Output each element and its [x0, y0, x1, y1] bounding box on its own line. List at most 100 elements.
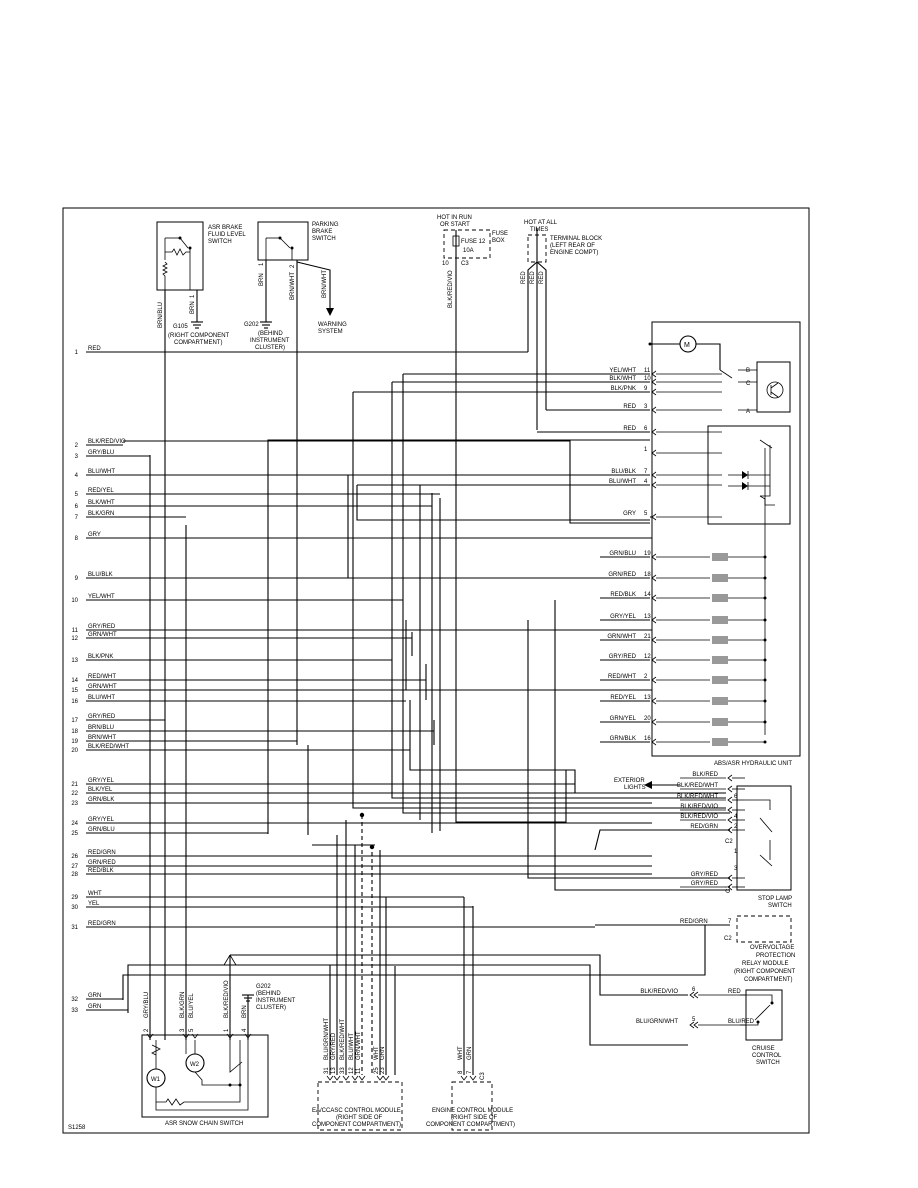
- left-pin-number: 21: [71, 782, 78, 788]
- abs-pin-number: 1: [644, 447, 648, 453]
- abs-pin-wire: BLU/BLK: [611, 469, 636, 475]
- asr-fluid-label-2: SWITCH: [208, 239, 232, 245]
- fuse-wire: BLK/RED/VIO: [448, 270, 454, 308]
- stop-lamp-wire: GRY/RED: [691, 881, 719, 887]
- ground-g105-icon: [191, 321, 203, 329]
- left-pin-wire: GRN/BLU: [88, 827, 115, 833]
- abs-pin-number: 9: [644, 386, 648, 392]
- left-pin-wire: GRN/RED: [88, 860, 116, 866]
- asr-snow-chain-switch: [141, 1034, 269, 1118]
- left-pin-wire: BLK/RED/VIO: [88, 439, 126, 445]
- stop-lamp-wire-row: GRY/RED: [680, 872, 745, 882]
- stop-lamp-1: SWITCH: [768, 903, 792, 909]
- parking-label-2: SWITCH: [312, 236, 336, 242]
- motor-letter-b: B: [746, 368, 750, 374]
- abs-unit-label: ABS/ASR HYDRAULIC UNIT: [714, 761, 792, 767]
- fuse-0: FUSE 12: [461, 239, 486, 245]
- ovp-wire: RED/GRN: [680, 919, 708, 925]
- parking-brake-switch: PARKING BRAKE SWITCH: [257, 221, 339, 261]
- left-pin-number: 31: [71, 925, 78, 931]
- eacc-2: COMPONENT COMPARTMENT): [312, 1122, 401, 1128]
- left-pin-wire: BLU/BLK: [88, 572, 113, 578]
- left-pin-wire: GRY/RED: [88, 624, 116, 630]
- left-pin-wire: RED/GRN: [88, 850, 116, 856]
- eacc-pin-wire: BLK/RED/WHT: [340, 1019, 346, 1060]
- left-pin-number: 15: [71, 688, 78, 694]
- eacc-1: (RIGHT SIDE OF: [336, 1115, 383, 1121]
- parking-wire-1: BRN/WHT: [290, 272, 296, 300]
- left-pin-wire: YEL/WHT: [88, 594, 115, 600]
- eacc-pin-number: 11: [356, 1067, 362, 1074]
- snow-pin-wire: BLK/GRN: [180, 992, 186, 1018]
- hot-run-0: HOT IN RUN: [437, 215, 472, 221]
- left-pin-number: 16: [71, 699, 78, 705]
- motor-letter-a: A: [746, 409, 750, 415]
- fuse-1: 10A: [463, 248, 474, 254]
- left-pin-wire: RED/WHT: [88, 674, 116, 680]
- hot-all-1: TIMES: [530, 227, 548, 233]
- left-pin-wire: BRN/BLU: [88, 725, 114, 731]
- abs-pin-number: 11: [644, 368, 651, 374]
- left-pin-number: 14: [71, 678, 78, 684]
- warning-label-1: SYSTEM: [318, 329, 343, 335]
- eacc-pin-wire: BLU/GRN/WHT: [324, 1018, 330, 1060]
- snow-pin-wire: GRY/BLU: [144, 992, 150, 1018]
- abs-pin-number: 5: [644, 511, 648, 517]
- left-pin-wire: RED/GRN: [88, 921, 116, 927]
- stop-lamp-wire: GRY/RED: [691, 872, 719, 878]
- stop-lamp-0: STOP LAMP: [758, 896, 792, 902]
- abs-coil-wire: GRN/BLU: [609, 551, 636, 557]
- eacc-pin-number: 12: [349, 1067, 355, 1074]
- g202-top-0: G202: [244, 322, 259, 328]
- parking-pin-0: 1: [259, 262, 265, 266]
- solenoid-coil-icon: [712, 553, 728, 561]
- ovp-4: COMPARTMENT): [744, 977, 792, 983]
- abs-pin-number: 10: [644, 376, 651, 382]
- left-pin-number: 3: [75, 454, 79, 460]
- term-2: ENGINE COMPT): [550, 250, 598, 256]
- stop-lamp-pin: 3: [734, 866, 738, 872]
- parking-wire-2: BRN/WHT: [322, 270, 328, 298]
- motor-letter-c: C: [746, 381, 751, 387]
- left-pin-wire: GRY/YEL: [88, 778, 115, 784]
- fuse-pin: 10: [442, 261, 449, 267]
- cruise-1: CONTROL: [752, 1053, 782, 1059]
- ecm-pin-number: 7: [467, 1070, 473, 1074]
- asr-fluid-label-0: ASR BRAKE: [208, 225, 242, 231]
- stop-lamp-wire: RED/GRN: [690, 824, 718, 830]
- ground-g202-top-icon: [260, 321, 272, 329]
- solenoid-coil-icon: [712, 656, 728, 664]
- hot-run-1: OR START: [440, 222, 470, 228]
- left-pin-wire: GRN: [88, 993, 101, 999]
- left-pin-wire: BLK/GRN: [88, 511, 114, 517]
- solenoid-coil-icon: [712, 574, 728, 582]
- snow-chain-internals: W1 W2: [146, 1040, 249, 1111]
- left-pin-wire: BLK/WHT: [88, 500, 115, 506]
- left-pin-number: 13: [71, 658, 78, 664]
- ecm-conn: C3: [480, 1072, 486, 1080]
- left-pin-wire: GRN/BLK: [88, 797, 114, 803]
- abs-pin-wire: BLU/WHT: [609, 479, 636, 485]
